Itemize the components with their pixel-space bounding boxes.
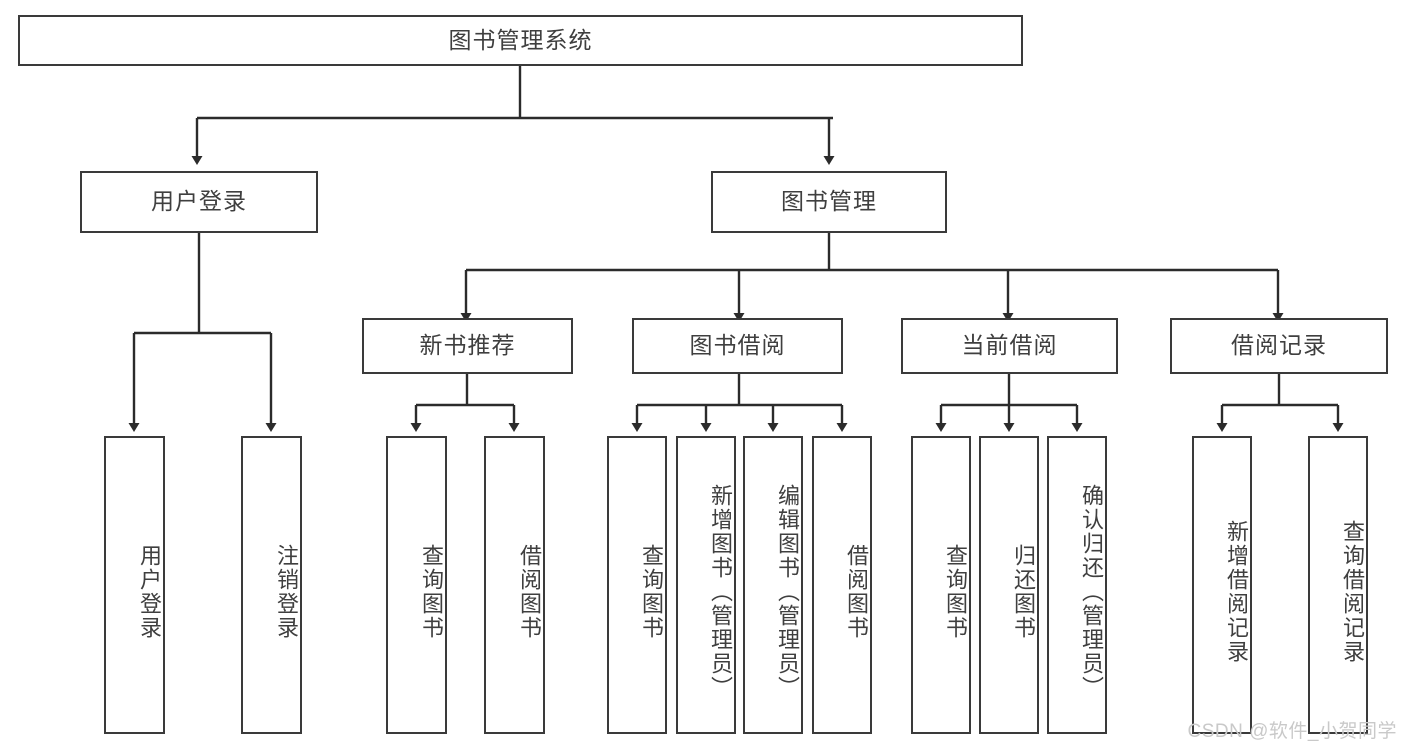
node-book-manage[interactable]: 图书管理 bbox=[711, 171, 947, 233]
node-current-borrow-label: 当前借阅 bbox=[961, 332, 1058, 359]
leaf-query-book-1[interactable]: 查询图书 bbox=[386, 436, 447, 734]
watermark: CSDN @软件_小贺同学 bbox=[1187, 721, 1397, 742]
node-new-book-recommend[interactable]: 新书推荐 bbox=[362, 318, 573, 374]
leaf-confirm-return-label: 确认归还（管理员） bbox=[1079, 484, 1104, 700]
leaf-user-login[interactable]: 用户登录 bbox=[104, 436, 165, 734]
leaf-edit-book-label: 编辑图书（管理员） bbox=[775, 484, 800, 700]
leaf-user-login-label: 用户登录 bbox=[137, 544, 162, 640]
leaf-add-record[interactable]: 新增借阅记录 bbox=[1192, 436, 1252, 734]
node-root-label: 图书管理系统 bbox=[448, 26, 593, 53]
leaf-add-record-label: 新增借阅记录 bbox=[1224, 520, 1249, 664]
leaf-query-book-2[interactable]: 查询图书 bbox=[607, 436, 667, 734]
node-borrow-record-label: 借阅记录 bbox=[1231, 332, 1327, 359]
leaf-return-book[interactable]: 归还图书 bbox=[979, 436, 1039, 734]
node-user-login[interactable]: 用户登录 bbox=[80, 171, 318, 233]
leaf-query-book-3-label: 查询图书 bbox=[943, 544, 968, 640]
leaf-return-book-label: 归还图书 bbox=[1011, 544, 1036, 640]
node-borrow-record[interactable]: 借阅记录 bbox=[1170, 318, 1388, 374]
leaf-borrow-book-2[interactable]: 借阅图书 bbox=[812, 436, 872, 734]
leaf-add-book-label: 新增图书（管理员） bbox=[708, 484, 733, 700]
leaf-query-book-2-label: 查询图书 bbox=[639, 544, 664, 640]
node-book-manage-label: 图书管理 bbox=[781, 188, 877, 215]
leaf-borrow-book-1[interactable]: 借阅图书 bbox=[484, 436, 545, 734]
leaf-edit-book[interactable]: 编辑图书（管理员） bbox=[743, 436, 803, 734]
node-root[interactable]: 图书管理系统 bbox=[18, 15, 1023, 66]
leaf-query-record[interactable]: 查询借阅记录 bbox=[1308, 436, 1368, 734]
leaf-query-record-label: 查询借阅记录 bbox=[1340, 520, 1365, 664]
leaf-add-book[interactable]: 新增图书（管理员） bbox=[676, 436, 736, 734]
leaf-confirm-return[interactable]: 确认归还（管理员） bbox=[1047, 436, 1107, 734]
node-book-borrow[interactable]: 图书借阅 bbox=[632, 318, 843, 374]
node-user-login-label: 用户登录 bbox=[151, 188, 247, 215]
node-new-book-recommend-label: 新书推荐 bbox=[419, 332, 516, 359]
leaf-borrow-book-1-label: 借阅图书 bbox=[517, 544, 542, 640]
leaf-borrow-book-2-label: 借阅图书 bbox=[844, 544, 869, 640]
leaf-logout-login-label: 注销登录 bbox=[274, 544, 299, 640]
leaf-logout-login[interactable]: 注销登录 bbox=[241, 436, 302, 734]
leaf-query-book-1-label: 查询图书 bbox=[419, 544, 444, 640]
node-current-borrow[interactable]: 当前借阅 bbox=[901, 318, 1118, 374]
node-book-borrow-label: 图书借阅 bbox=[689, 332, 786, 359]
leaf-query-book-3[interactable]: 查询图书 bbox=[911, 436, 971, 734]
